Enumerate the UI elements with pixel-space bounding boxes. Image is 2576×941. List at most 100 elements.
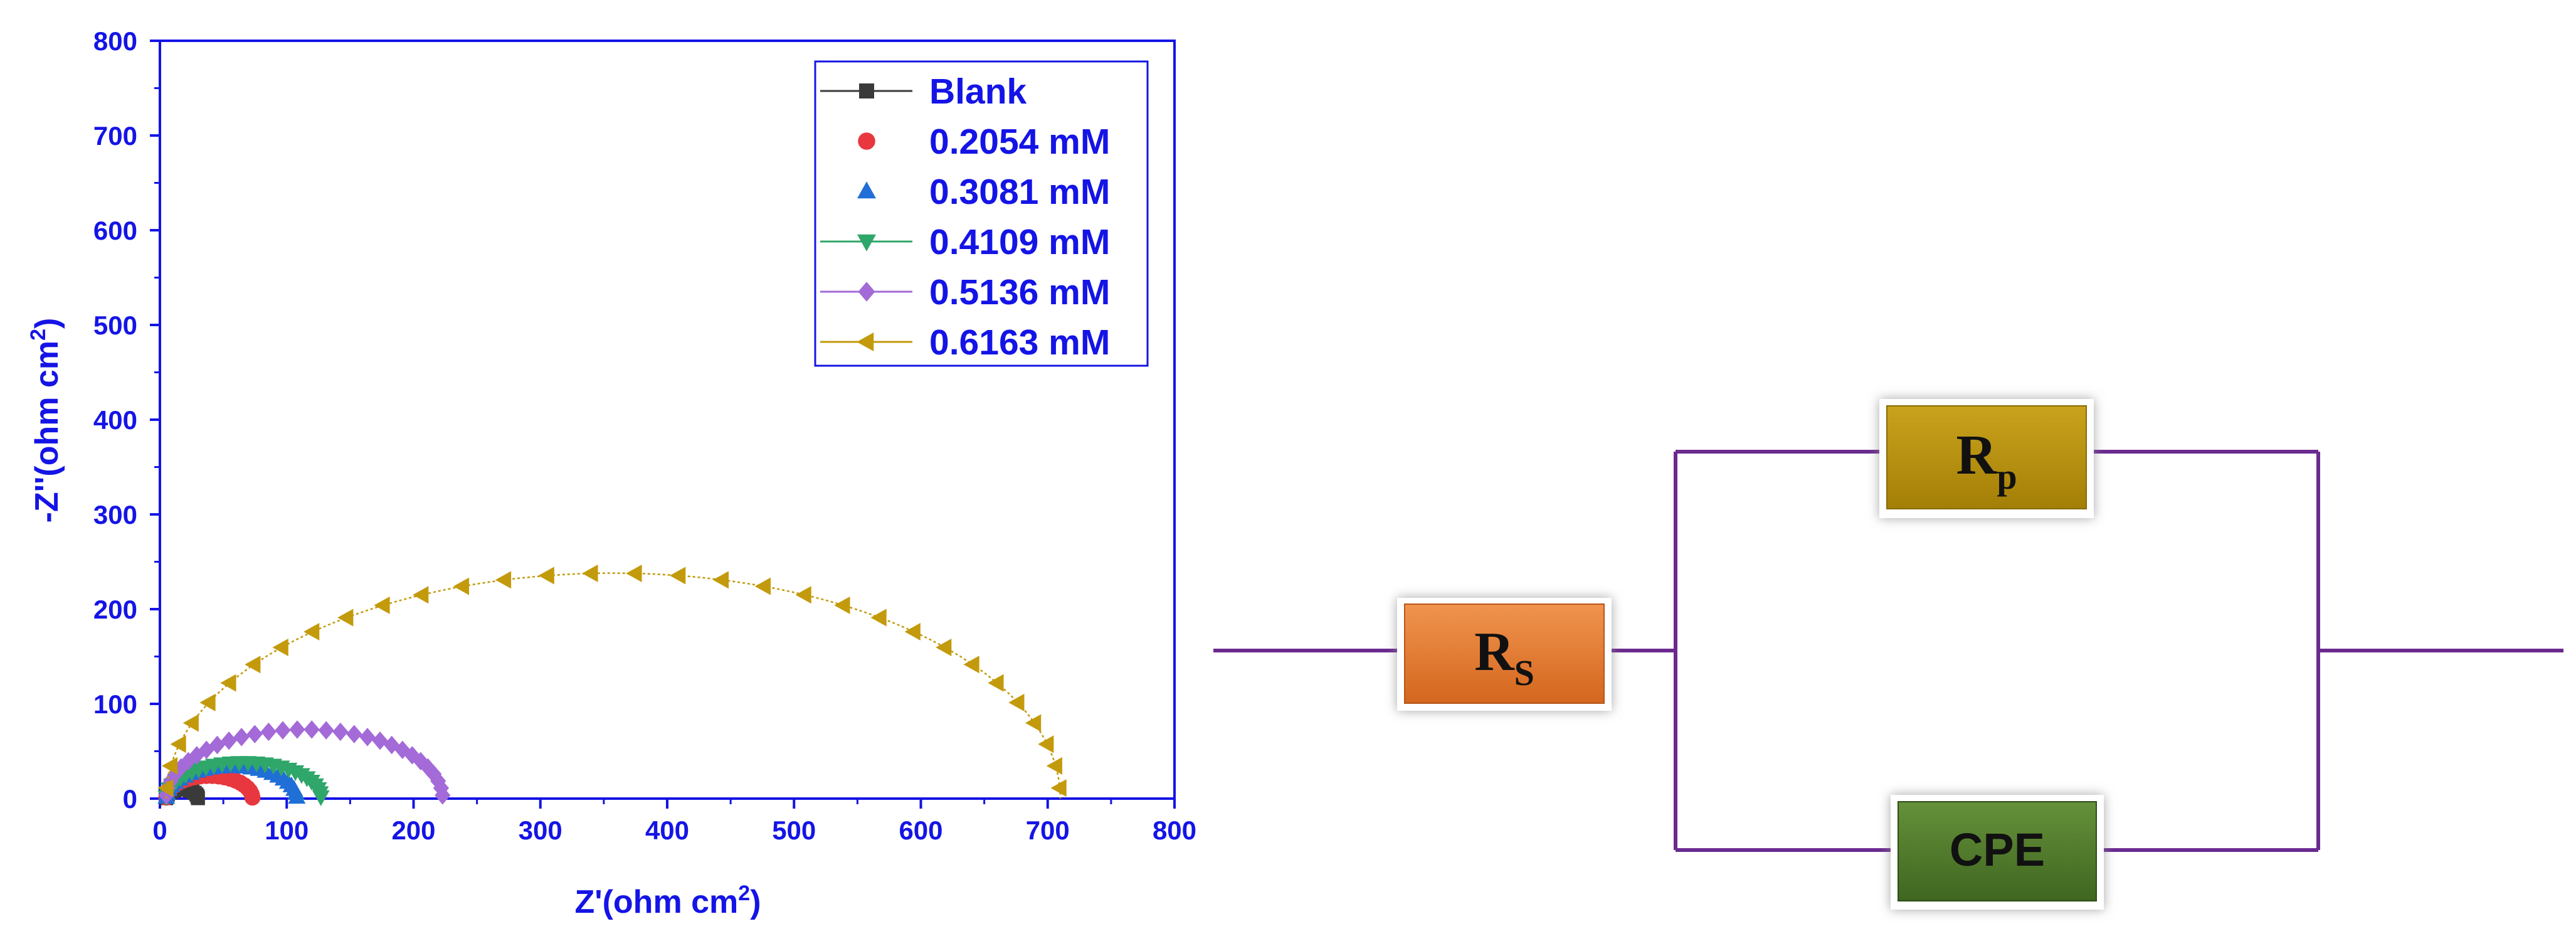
data-point (963, 656, 979, 674)
cpe-box (1898, 801, 2097, 901)
data-point (430, 772, 446, 790)
legend-label: 0.5136 mM (929, 272, 1110, 312)
data-point (834, 596, 850, 614)
x-tick-label: 800 (1153, 816, 1196, 845)
data-point (189, 746, 205, 765)
equivalent-circuit: RS Rp CPE (1213, 399, 2563, 910)
x-tick-label: 100 (265, 816, 309, 845)
data-point (538, 566, 554, 585)
y-tick-label: 800 (93, 26, 137, 56)
data-point (1025, 714, 1042, 732)
data-point (1008, 693, 1025, 711)
legend-label: 0.3081 mM (929, 172, 1110, 212)
data-point (170, 735, 186, 753)
x-tick-label: 300 (519, 816, 562, 845)
y-tick-label: 600 (93, 216, 137, 245)
y-tick-label: 0 (123, 784, 137, 814)
y-tick-label: 700 (93, 121, 137, 151)
data-point (712, 571, 729, 589)
data-point (426, 765, 442, 784)
rs-label: RS (1474, 622, 1534, 693)
data-point (936, 638, 952, 656)
data-point (346, 725, 362, 743)
data-point (199, 693, 216, 711)
legend-marker (858, 282, 875, 302)
data-point (413, 586, 429, 604)
y-tick-label: 300 (93, 500, 137, 529)
data-point (304, 622, 320, 641)
legend-box (814, 60, 1149, 367)
x-axis-title: Z'(ohm cm2) (574, 881, 761, 920)
x-tick-label: 400 (645, 816, 689, 845)
data-point (288, 787, 306, 804)
data-point (1046, 757, 1062, 775)
x-tick-label: 700 (1026, 816, 1070, 845)
data-point (260, 722, 277, 742)
legend-label: Blank (929, 72, 1027, 112)
legend-marker (859, 83, 874, 98)
data-point (272, 638, 288, 656)
legend-marker (857, 181, 876, 199)
data-point (359, 728, 376, 747)
data-point (312, 790, 330, 806)
data-point (233, 728, 250, 747)
y-tick-label: 400 (93, 405, 137, 435)
y-tick-label: 100 (93, 689, 137, 719)
data-point (244, 789, 261, 806)
data-point (318, 721, 334, 740)
data-point (337, 609, 354, 627)
data-point (795, 586, 811, 604)
rp-element: Rp (1879, 399, 2094, 518)
x-tick-label: 600 (899, 816, 942, 845)
series-4 (158, 720, 451, 805)
cpe-label: CPE (1950, 824, 2045, 876)
legend-label: 0.2054 mM (929, 122, 1110, 162)
data-point (626, 565, 642, 583)
data-point (182, 714, 199, 732)
data-point (180, 752, 196, 770)
data-point (394, 740, 411, 759)
circuit-wires (1213, 450, 2563, 852)
data-point (582, 565, 598, 583)
data-point (245, 656, 261, 674)
data-point (275, 721, 291, 740)
rs-box (1404, 603, 1605, 704)
data-point (670, 566, 686, 585)
data-point (221, 731, 237, 750)
legend-marker (857, 332, 874, 351)
data-point (289, 720, 305, 739)
legend: Blank 0.2054 mM 0.3081 mM 0.4109 mM 0.5136 m… (814, 60, 1149, 367)
data-point (988, 674, 1004, 692)
legend-marker (857, 234, 876, 252)
legend-marker (858, 132, 875, 150)
data-point (404, 746, 420, 765)
data-point (435, 786, 451, 805)
data-point (220, 674, 236, 692)
x-tick-label: 0 (152, 816, 167, 845)
data-point (1038, 735, 1054, 753)
rs-element: RS (1397, 598, 1612, 711)
data-series (157, 565, 1067, 806)
data-point (870, 609, 887, 627)
data-point (332, 722, 349, 742)
data-point (161, 757, 178, 775)
data-point (209, 735, 226, 755)
data-point (754, 577, 771, 595)
data-point (372, 731, 388, 750)
legend-label: 0.4109 mM (929, 222, 1110, 262)
data-point (246, 725, 263, 743)
data-point (453, 577, 470, 595)
data-point (191, 791, 205, 805)
data-point (1050, 779, 1067, 797)
data-point (167, 765, 184, 784)
data-point (495, 571, 512, 589)
x-tick-label: 500 (772, 816, 816, 845)
data-point (304, 720, 320, 739)
rp-label: Rp (1956, 424, 2017, 497)
data-point (904, 622, 921, 641)
data-point (413, 752, 429, 770)
data-point (157, 779, 174, 797)
